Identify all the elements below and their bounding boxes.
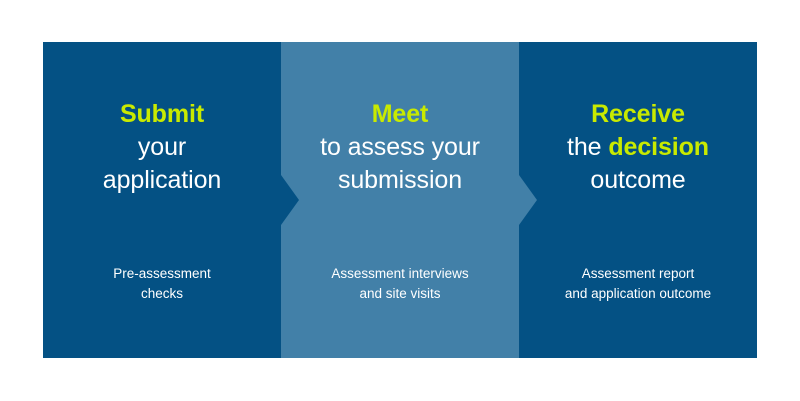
step-headline-line: Submit — [103, 98, 221, 131]
step-headline-line: submission — [320, 164, 480, 197]
step-headline-line: outcome — [567, 164, 709, 197]
step-headline-submit: Submit your application — [91, 98, 233, 197]
headline-plain-text: to assess your — [320, 133, 480, 161]
step-caption-line: and site visits — [359, 286, 441, 301]
step-caption-line: checks — [140, 286, 184, 301]
headline-accent-text: Submit — [119, 100, 205, 128]
headline-accent-text: decision — [608, 133, 709, 161]
step-headline-meet: Meet to assess your submission — [308, 98, 492, 197]
headline-plain-text: outcome — [590, 166, 686, 194]
headline-plain-text: the — [567, 133, 609, 161]
step-headline-line: Receive — [567, 98, 709, 131]
step-caption-meet: Assessment interviews and site visits — [281, 264, 519, 304]
step-caption-line: Pre-assessment — [113, 266, 211, 281]
step-headline-line: application — [102, 164, 222, 197]
headline-plain-text: application — [102, 166, 222, 194]
step-headline-line: Meet — [320, 98, 480, 131]
step-headline-line: the decision — [567, 131, 709, 164]
step-caption-line: Assessment interviews — [331, 266, 469, 281]
step-headline-line: your — [103, 131, 221, 164]
step-caption-receive: Assessment report and application outcome — [519, 264, 757, 304]
step-caption-submit: Pre-assessment checks — [43, 264, 281, 304]
headline-plain-text: your — [137, 133, 187, 161]
headline-plain-text: submission — [337, 166, 463, 194]
step-caption-line: Assessment report — [581, 266, 695, 281]
headline-accent-text: Meet — [371, 100, 429, 128]
headline-accent-text: Receive — [591, 100, 685, 128]
step-caption-line: and application outcome — [564, 286, 712, 301]
step-headline-line: to assess your — [320, 131, 480, 164]
